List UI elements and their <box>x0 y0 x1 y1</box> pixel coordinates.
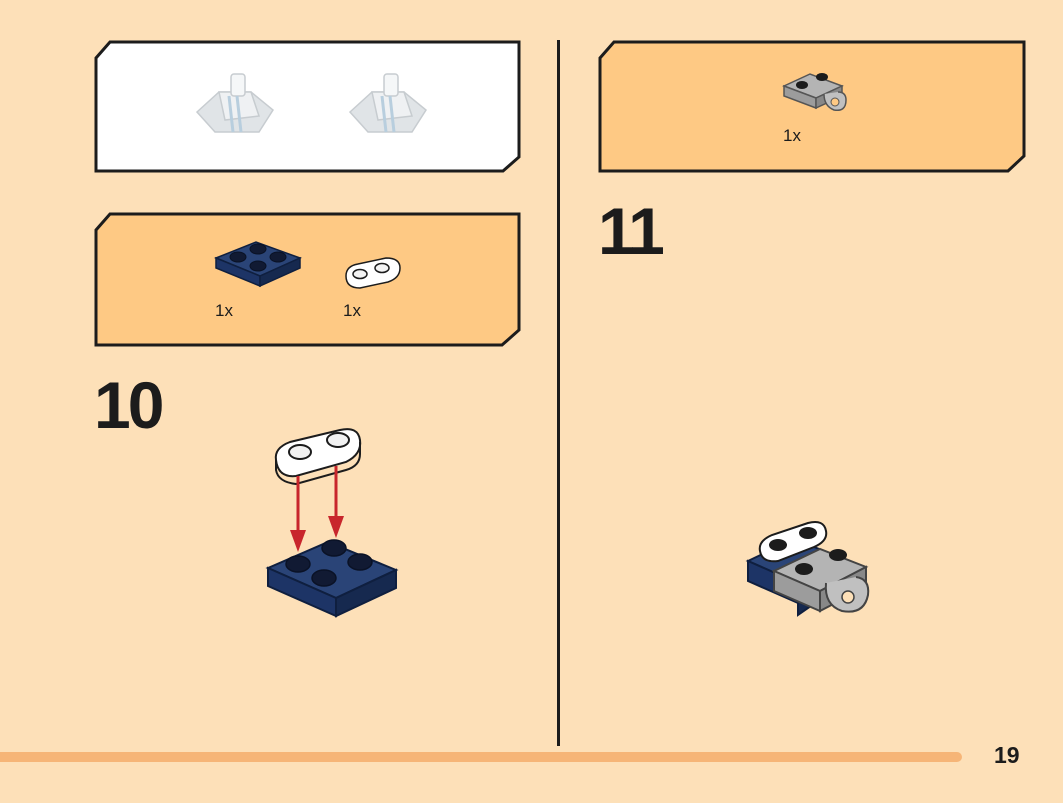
step-10-parts-panel: 1x 1x <box>94 212 521 347</box>
page-number: 19 <box>994 742 1020 768</box>
dark-blue-plate-piece <box>265 539 399 618</box>
step-10-assembly-illustration <box>265 428 399 618</box>
part-3-quantity: 1x <box>783 126 801 145</box>
white-1x2-rounded-plate-icon <box>345 257 401 289</box>
step-10-number: 10 <box>94 368 164 442</box>
step-11-number: 11 <box>598 194 665 268</box>
red-arrows <box>290 466 344 552</box>
white-plate-piece <box>274 428 362 486</box>
panel-frame <box>94 40 521 173</box>
grey-clip-plate-on-top <box>771 547 870 613</box>
white-plate-on-top <box>758 521 828 563</box>
step-11-assembly-illustration <box>745 521 870 617</box>
page-footer-bar <box>0 752 962 762</box>
parts-panel-frame <box>94 212 521 347</box>
part-1-quantity: 1x <box>215 301 233 320</box>
faded-grey-slope-piece-icon <box>195 73 274 133</box>
part-2-quantity: 1x <box>343 301 361 320</box>
faded-grey-slope-piece-icon-2 <box>348 73 427 133</box>
grey-plate-with-clip-icon <box>782 73 847 112</box>
column-divider <box>557 40 560 746</box>
dark-blue-2x2-plate-icon <box>214 241 302 288</box>
previous-step-reference-panel <box>94 40 521 173</box>
step-11-parts-panel: 1x <box>598 40 1026 173</box>
